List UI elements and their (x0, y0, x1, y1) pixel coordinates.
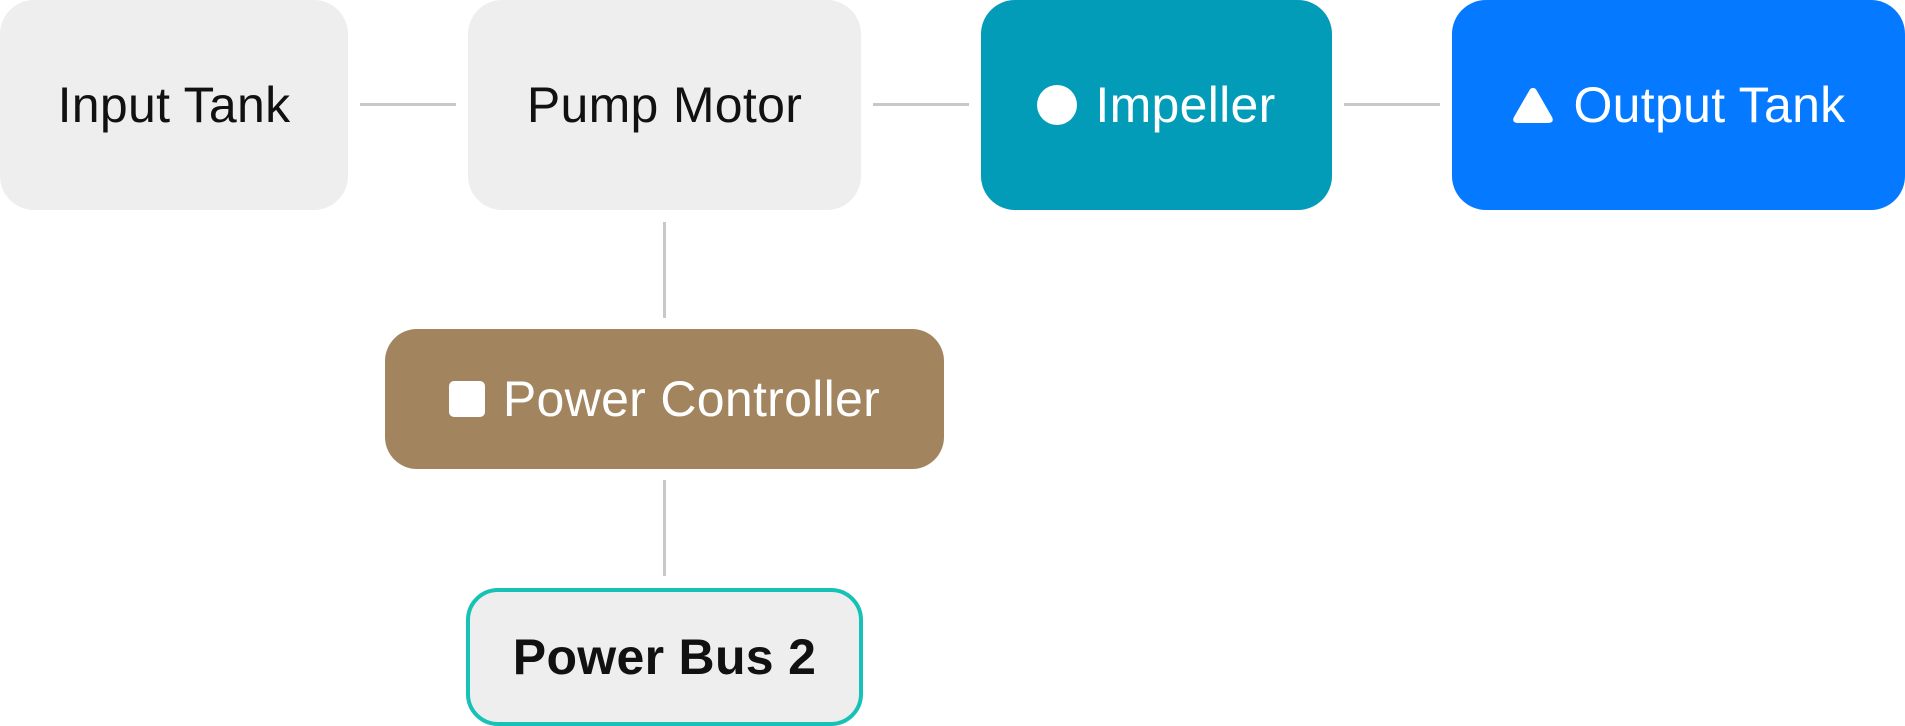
node-impeller[interactable]: Impeller (981, 0, 1332, 210)
connector-pump-motor-impeller (873, 103, 969, 106)
node-power-bus-2-label: Power Bus 2 (512, 629, 817, 685)
connector-impeller-output-tank (1344, 103, 1440, 106)
node-input-tank-label: Input Tank (57, 77, 291, 133)
square-icon (448, 381, 485, 417)
node-output-tank[interactable]: Output Tank (1452, 0, 1905, 210)
connector-power-controller-power-bus-2 (663, 480, 666, 576)
node-input-tank[interactable]: Input Tank (0, 0, 348, 210)
node-output-tank-label: Output Tank (1573, 77, 1846, 133)
node-power-bus-2[interactable]: Power Bus 2 (466, 588, 863, 726)
node-power-controller-label: Power Controller (502, 371, 881, 427)
node-pump-motor-label: Pump Motor (526, 77, 803, 133)
circle-icon (1037, 85, 1078, 125)
triangle-icon (1513, 88, 1554, 123)
connector-pump-motor-power-controller (663, 222, 666, 318)
node-impeller-label: Impeller (1095, 77, 1276, 133)
connector-input-tank-pump-motor (360, 103, 456, 106)
node-power-controller[interactable]: Power Controller (385, 329, 944, 469)
node-pump-motor[interactable]: Pump Motor (468, 0, 861, 210)
